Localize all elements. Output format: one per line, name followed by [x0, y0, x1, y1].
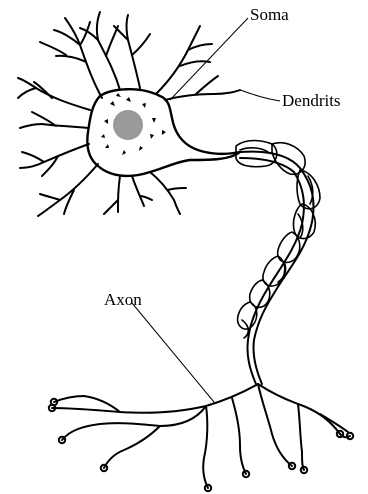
label-soma: Soma	[250, 5, 289, 24]
axon	[240, 152, 314, 384]
axon-leader-line	[132, 303, 214, 402]
soma-leader-line	[170, 18, 248, 100]
dendrits-leader-line	[240, 90, 280, 101]
label-dendrits: Dendrits	[282, 91, 341, 110]
label-dendrits-group: Dendrits	[240, 90, 341, 110]
axon-terminals	[49, 384, 353, 491]
label-axon-group: Axon	[104, 290, 214, 402]
label-soma-group: Soma	[170, 5, 289, 100]
nucleus	[113, 110, 143, 140]
label-axon: Axon	[104, 290, 142, 309]
